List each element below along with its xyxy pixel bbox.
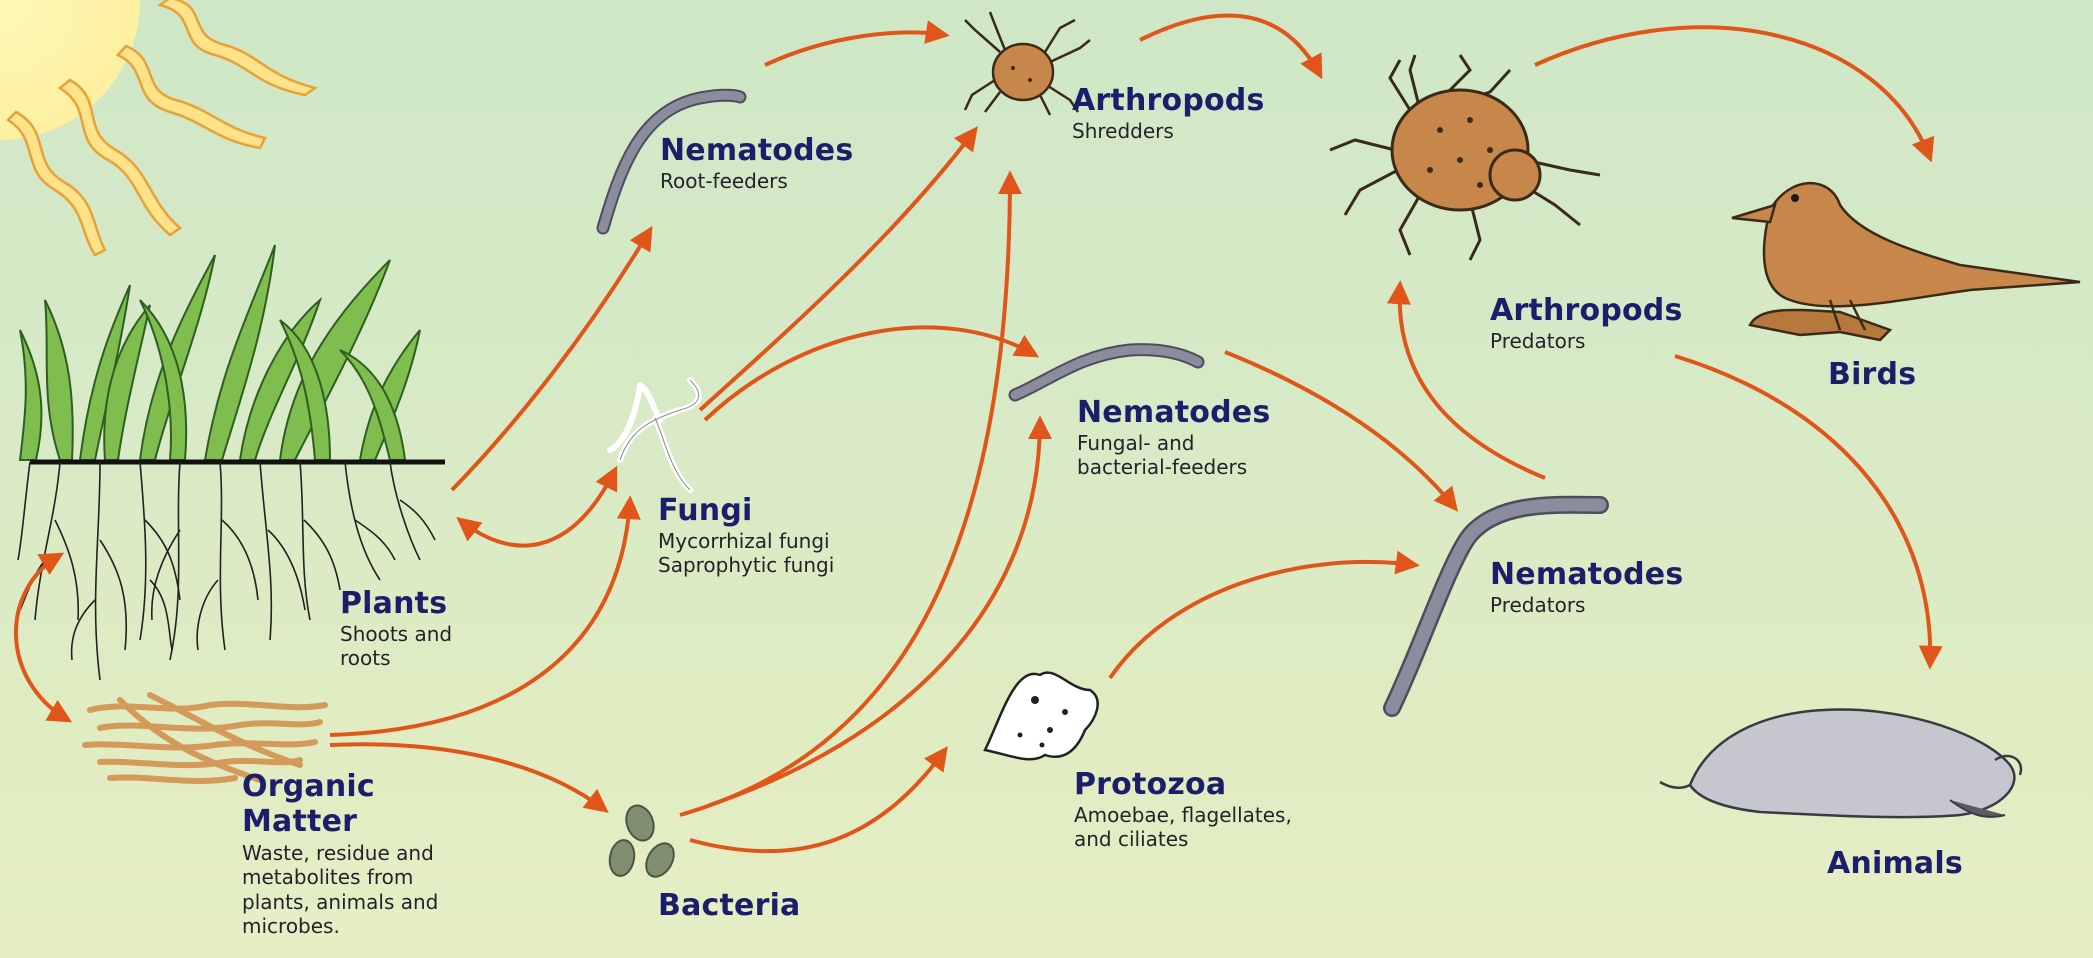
- node-plants-sub-2: roots: [340, 646, 452, 670]
- node-bacteria: Bacteria: [658, 889, 801, 924]
- node-animals-title: Animals: [1827, 847, 1963, 882]
- fungi-hyphae-icon: [610, 380, 699, 490]
- node-protozoa-sub-1: Amoebae, flagellates,: [1074, 803, 1292, 827]
- arrow-fungi-to-nematodes-fungal: [705, 327, 1035, 420]
- node-nematodes-predators-title: Nematodes: [1490, 558, 1683, 593]
- arrow-shredders-to-predators: [1140, 15, 1320, 75]
- nematode-fungal-feeder-icon: [1015, 350, 1198, 395]
- node-nematodes-root-feeders: Nematodes Root-feeders: [660, 134, 853, 193]
- arrow-nematodes-to-arthropods: [765, 33, 945, 65]
- node-birds: Birds: [1828, 358, 1916, 393]
- node-nematodes-predators: Nematodes Predators: [1490, 558, 1683, 617]
- node-protozoa-sub-2: and ciliates: [1074, 827, 1292, 851]
- node-nematodes-fungal-bacterial-feeders: Nematodes Fungal- and bacterial-feeders: [1077, 396, 1270, 479]
- arrow-predators-to-animals: [1675, 356, 1930, 665]
- node-plants-title: Plants: [340, 587, 452, 622]
- node-protozoa-title: Protozoa: [1074, 768, 1292, 803]
- node-nematodes-fungal-sub-1: Fungal- and: [1077, 431, 1270, 455]
- bacteria-icon: [607, 802, 679, 882]
- sun-icon: [0, 0, 315, 255]
- arrow-protozoa-to-predators: [1110, 562, 1415, 678]
- bird-icon: [1732, 183, 2080, 340]
- node-arthropods-shredders-title: Arthropods: [1072, 84, 1265, 119]
- node-fungi-sub-1: Mycorrhizal fungi: [658, 529, 834, 553]
- node-arthropods-shredders: Arthropods Shredders: [1072, 84, 1265, 143]
- node-fungi-sub-2: Saprophytic fungi: [658, 553, 834, 577]
- node-arthropods-predators-title: Arthropods: [1490, 294, 1683, 329]
- arrow-predators-to-birds: [1535, 27, 1930, 158]
- node-nematodes-predators-sub: Predators: [1490, 593, 1683, 617]
- node-organic-matter-sub-1: Waste, residue and: [242, 841, 438, 865]
- node-fungi: Fungi Mycorrhizal fungi Saprophytic fung…: [658, 494, 834, 577]
- node-nematodes-fungal-sub-2: bacterial-feeders: [1077, 455, 1270, 479]
- node-organic-matter-sub-2: metabolites from: [242, 865, 438, 889]
- node-organic-matter-sub-3: plants, animals and: [242, 890, 438, 914]
- node-animals: Animals: [1827, 847, 1963, 882]
- node-birds-title: Birds: [1828, 358, 1916, 393]
- node-bacteria-title: Bacteria: [658, 889, 801, 924]
- node-organic-matter-sub-4: microbes.: [242, 914, 438, 938]
- node-organic-matter-title-2: Matter: [242, 805, 438, 840]
- arrow-plants-fungi: [460, 470, 615, 546]
- arrow-plants-organic-matter: [16, 555, 68, 720]
- node-nematodes-fungal-title: Nematodes: [1077, 396, 1270, 431]
- node-arthropods-predators-sub: Predators: [1490, 329, 1683, 353]
- node-arthropods-predators: Arthropods Predators: [1490, 294, 1683, 353]
- node-protozoa: Protozoa Amoebae, flagellates, and cilia…: [1074, 768, 1292, 851]
- node-plants-sub-1: Shoots and: [340, 622, 452, 646]
- node-plants: Plants Shoots and roots: [340, 587, 452, 670]
- node-fungi-title: Fungi: [658, 494, 834, 529]
- node-nematodes-root-title: Nematodes: [660, 134, 853, 169]
- node-organic-matter-title-1: Organic: [242, 770, 438, 805]
- mole-icon: [1660, 709, 2021, 817]
- node-organic-matter: Organic Matter Waste, residue and metabo…: [242, 770, 438, 939]
- arthropod-predator-icon: [1330, 55, 1600, 260]
- node-nematodes-root-sub: Root-feeders: [660, 169, 853, 193]
- node-arthropods-shredders-sub: Shredders: [1072, 119, 1265, 143]
- protozoa-amoeba-icon: [985, 673, 1098, 760]
